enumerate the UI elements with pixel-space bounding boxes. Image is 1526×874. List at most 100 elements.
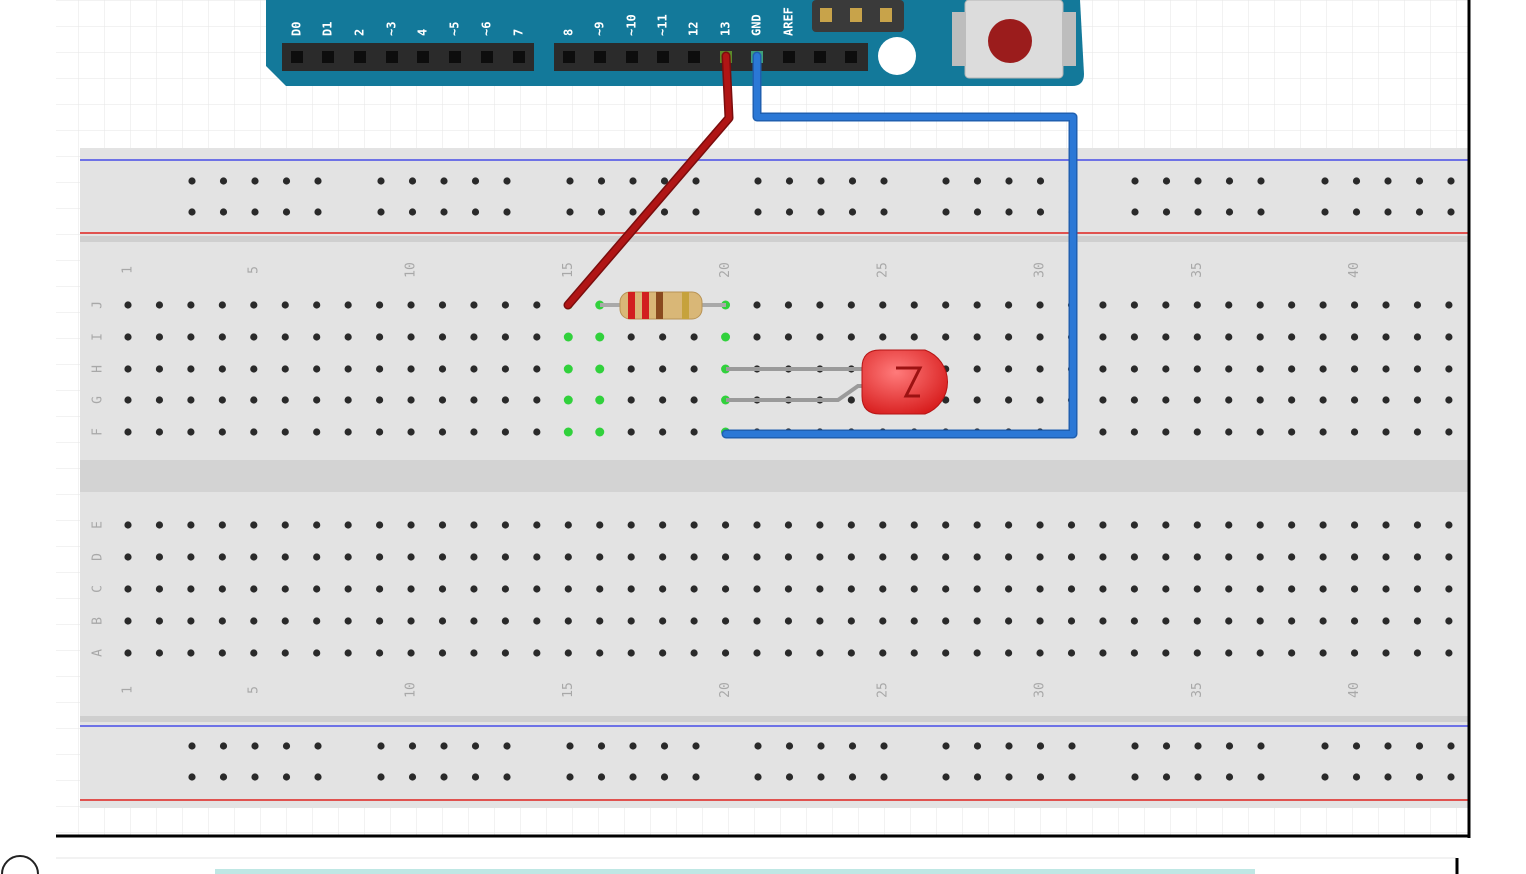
breadboard-hole[interactable] xyxy=(1256,428,1264,436)
breadboard-hole[interactable] xyxy=(627,617,635,625)
breadboard-hole[interactable] xyxy=(879,521,887,529)
breadboard-hole[interactable] xyxy=(1162,521,1170,529)
breadboard-hole[interactable] xyxy=(1350,428,1359,436)
breadboard-hole[interactable] xyxy=(1319,365,1327,373)
rail-hole[interactable] xyxy=(1384,177,1392,185)
breadboard-hole[interactable] xyxy=(1130,649,1138,657)
breadboard-hole[interactable] xyxy=(1413,649,1422,657)
breadboard-hole[interactable] xyxy=(376,365,384,373)
breadboard-hole[interactable] xyxy=(816,649,824,657)
breadboard-hole[interactable] xyxy=(187,617,195,625)
rail-hole[interactable] xyxy=(377,742,385,750)
rail-hole[interactable] xyxy=(1005,208,1013,216)
rail-hole[interactable] xyxy=(566,177,574,185)
breadboard-hole[interactable] xyxy=(1193,428,1201,436)
header-pin[interactable] xyxy=(626,51,638,63)
breadboard-hole[interactable] xyxy=(533,585,541,593)
breadboard-hole[interactable] xyxy=(942,617,950,625)
rail-hole[interactable] xyxy=(880,177,888,185)
breadboard-hole[interactable] xyxy=(753,617,761,625)
rail-hole[interactable] xyxy=(1131,742,1139,750)
breadboard-hole[interactable] xyxy=(1445,521,1453,529)
breadboard-hole[interactable] xyxy=(313,365,321,373)
breadboard-hole[interactable] xyxy=(1319,396,1327,404)
breadboard-hole[interactable] xyxy=(1005,333,1013,341)
breadboard-hole[interactable] xyxy=(721,521,730,529)
breadboard-hole[interactable] xyxy=(1067,617,1076,625)
breadboard-hole[interactable] xyxy=(784,649,793,657)
breadboard-hole[interactable] xyxy=(1382,617,1390,625)
breadboard-hole[interactable] xyxy=(218,521,226,529)
rail-hole[interactable] xyxy=(1194,208,1202,216)
rail-hole[interactable] xyxy=(377,208,385,216)
breadboard-hole[interactable] xyxy=(470,428,478,436)
rail-hole[interactable] xyxy=(1447,208,1455,216)
breadboard-hole[interactable] xyxy=(313,617,321,625)
breadboard-hole[interactable] xyxy=(1099,333,1107,341)
breadboard-hole[interactable] xyxy=(313,521,321,529)
breadboard-hole[interactable] xyxy=(847,553,855,561)
rail-hole[interactable] xyxy=(282,208,291,216)
rail-hole[interactable] xyxy=(471,208,480,216)
rail-hole[interactable] xyxy=(1068,742,1076,750)
breadboard-hole[interactable] xyxy=(344,428,352,436)
breadboard-hole[interactable] xyxy=(250,585,258,593)
breadboard-hole[interactable] xyxy=(1256,649,1264,657)
rail-hole[interactable] xyxy=(1447,742,1455,750)
breadboard-hole[interactable] xyxy=(1225,585,1233,593)
rail-hole[interactable] xyxy=(1447,773,1455,781)
breadboard-hole[interactable] xyxy=(910,585,918,593)
breadboard-hole[interactable] xyxy=(501,333,509,341)
breadboard-hole[interactable] xyxy=(501,585,509,593)
breadboard-hole[interactable] xyxy=(407,585,415,593)
breadboard-hole[interactable] xyxy=(784,521,793,529)
rail-hole[interactable] xyxy=(1352,177,1361,185)
breadboard-hole[interactable] xyxy=(1256,396,1264,404)
breadboard-hole[interactable] xyxy=(1162,428,1170,436)
rail-hole[interactable] xyxy=(440,773,448,781)
breadboard-hole[interactable] xyxy=(627,521,635,529)
breadboard-hole[interactable] xyxy=(1036,365,1044,373)
breadboard-hole[interactable] xyxy=(1005,365,1013,373)
header-pin[interactable] xyxy=(449,51,461,63)
breadboard-hole[interactable] xyxy=(470,617,478,625)
rail-hole[interactable] xyxy=(1036,208,1045,216)
rail-hole[interactable] xyxy=(251,177,259,185)
breadboard-hole[interactable] xyxy=(1256,365,1264,373)
breadboard-hole[interactable] xyxy=(847,301,855,309)
breadboard-hole[interactable] xyxy=(407,553,415,561)
breadboard-hole[interactable] xyxy=(407,396,415,404)
breadboard-hole[interactable] xyxy=(595,395,605,405)
breadboard-hole[interactable] xyxy=(1099,649,1107,657)
breadboard-hole[interactable] xyxy=(564,649,572,657)
breadboard-hole[interactable] xyxy=(1445,301,1453,309)
rail-hole[interactable] xyxy=(1005,773,1013,781)
rail-hole[interactable] xyxy=(1162,742,1171,750)
rail-hole[interactable] xyxy=(660,773,669,781)
breadboard-hole[interactable] xyxy=(564,521,572,529)
breadboard-hole[interactable] xyxy=(281,553,289,561)
header-pin[interactable] xyxy=(563,51,575,63)
rail-hole[interactable] xyxy=(754,742,762,750)
breadboard-hole[interactable] xyxy=(344,649,352,657)
breadboard-hole[interactable] xyxy=(784,585,793,593)
breadboard-hole[interactable] xyxy=(1225,521,1233,529)
rail-hole[interactable] xyxy=(408,177,417,185)
rail-hole[interactable] xyxy=(942,177,950,185)
breadboard-hole[interactable] xyxy=(1445,333,1453,341)
rail-hole[interactable] xyxy=(251,742,259,750)
breadboard-hole[interactable] xyxy=(627,365,635,373)
breadboard-hole[interactable] xyxy=(1162,649,1170,657)
breadboard-hole[interactable] xyxy=(1350,553,1359,561)
breadboard-hole[interactable] xyxy=(973,521,981,529)
breadboard-hole[interactable] xyxy=(942,301,950,309)
rail-hole[interactable] xyxy=(1257,208,1265,216)
breadboard-hole[interactable] xyxy=(596,521,604,529)
breadboard-hole[interactable] xyxy=(1130,617,1138,625)
rail-hole[interactable] xyxy=(1257,742,1265,750)
breadboard-hole[interactable] xyxy=(438,333,447,341)
breadboard-hole[interactable] xyxy=(847,585,855,593)
breadboard-hole[interactable] xyxy=(1382,585,1390,593)
breadboard-hole[interactable] xyxy=(1319,333,1327,341)
rail-hole[interactable] xyxy=(188,208,196,216)
